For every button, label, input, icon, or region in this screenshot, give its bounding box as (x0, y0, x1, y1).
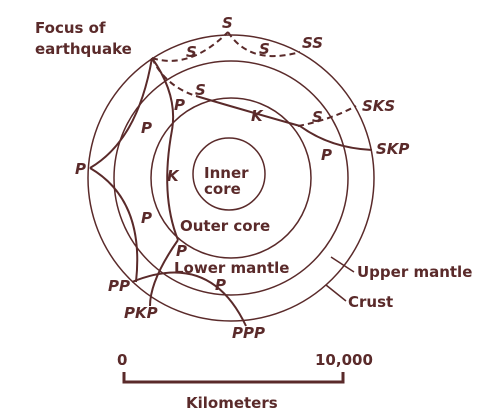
p-ray-left-lower (89, 167, 139, 283)
ppp-ray (131, 271, 247, 327)
phase-ss: SS (302, 34, 323, 52)
skp-ray (299, 125, 373, 151)
phase-p-bottom: P (215, 276, 226, 294)
focus-label-line2: earthquake (35, 40, 132, 58)
s-wave-surface-left (151, 31, 229, 62)
scale-bar (122, 372, 345, 384)
scale-unit-label: Kilometers (186, 394, 278, 412)
upper-lower-mantle-boundary (113, 60, 349, 296)
s-wave-surface-right (227, 31, 301, 58)
s-wave-inner (151, 57, 197, 97)
scale-min-label: 0 (117, 351, 127, 369)
scale-max-label: 10,000 (315, 351, 373, 369)
phase-ppp: PPP (232, 324, 265, 342)
inner-core-label-line1: Inner (204, 164, 249, 182)
upper-mantle-label: Upper mantle (357, 263, 472, 281)
outer-core-label: Outer core (180, 217, 270, 235)
phase-s-right: S (259, 40, 270, 58)
sks-wave-exit (297, 105, 357, 127)
phase-pp: PP (108, 277, 130, 295)
phase-k-left: K (167, 167, 180, 185)
phase-p-left: P (75, 160, 86, 178)
p-ray-left-upper (89, 57, 153, 169)
phase-s-upper-right: S (312, 108, 323, 126)
phase-p-upper-right: P (321, 146, 332, 164)
phase-p-mid-left: P (141, 209, 152, 227)
phase-s-inner: S (195, 81, 206, 99)
inner-core-boundary (192, 137, 266, 211)
crust-leader (325, 284, 347, 302)
p-ray-inner (151, 57, 175, 131)
upper-mantle-leader (330, 256, 355, 273)
phase-k-upper: K (251, 107, 264, 125)
pkp-ray-lower (149, 239, 179, 307)
phase-pkp: PKP (124, 304, 158, 322)
focus-label-line1: Focus of (35, 19, 106, 37)
phase-p-inner-top: P (174, 96, 185, 114)
phase-p-lower-inner: P (176, 242, 187, 260)
crust-label: Crust (348, 293, 393, 311)
phase-s-top: S (222, 14, 233, 32)
sk-ray-through-outer-core (195, 95, 301, 127)
phase-skp: SKP (376, 140, 409, 158)
phase-sks: SKS (362, 97, 395, 115)
core-mantle-boundary (150, 97, 312, 259)
phase-p-upper-left: P (141, 119, 152, 137)
lower-mantle-label: Lower mantle (174, 259, 289, 277)
phase-s-left: S (186, 43, 197, 61)
pkp-ray-core (166, 129, 179, 241)
inner-core-label-line2: core (204, 180, 241, 198)
